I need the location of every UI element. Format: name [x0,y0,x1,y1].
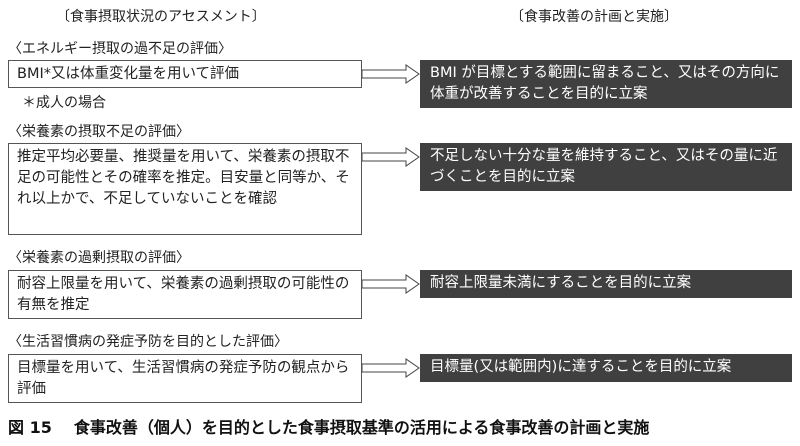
section-title-deficiency: 〈栄養素の摂取不足の評価〉 [8,124,190,140]
figure-number: 図 15 [8,418,52,437]
arrow-icon [362,358,420,378]
section-title-lifestyle: 〈生活習慣病の発症予防を目的とした評価〉 [8,334,288,350]
plan-box-lifestyle: 目標量(又は範囲内)に達することを目的に立案 [420,354,792,382]
section-title-excess: 〈栄養素の過剰摂取の評価〉 [8,250,190,266]
figure-caption: 図 15 食事改善（個人）を目的とした食事摂取基準の活用による食事改善の計画と実施 [8,414,649,438]
plan-box-deficiency: 不足しない十分な量を維持すること、又はその量に近づくことを目的に立案 [420,143,792,191]
assessment-box-lifestyle: 目標量を用いて、生活習慣病の発症予防の観点から評価 [8,354,362,403]
plan-column-header: 〔食事改善の計画と実施〕 [510,9,678,25]
adult-note: ＊成人の場合 [22,95,106,111]
plan-box-excess: 耐容上限量未満にすることを目的に立案 [420,270,792,298]
assessment-box-energy: BMI*又は体重変化量を用いて評価 [8,60,362,88]
section-title-energy: 〈エネルギー摂取の過不足の評価〉 [8,41,232,57]
figure-caption-text: 食事改善（個人）を目的とした食事摂取基準の活用による食事改善の計画と実施 [73,418,650,437]
assessment-box-deficiency: 推定平均必要量、推奨量を用いて、栄養素の摂取不足の可能性とその確率を推定。目安量… [8,143,362,235]
arrow-icon [362,64,420,84]
assessment-box-excess: 耐容上限量を用いて、栄養素の過剰摂取の可能性の有無を推定 [8,270,362,319]
plan-box-energy: BMI が目標とする範囲に留まること、又はその方向に体重が改善することを目的に立… [420,60,792,108]
arrow-icon [362,274,420,294]
arrow-icon [362,147,420,167]
assessment-column-header: 〔食事摂取状況のアセスメント〕 [56,9,266,25]
